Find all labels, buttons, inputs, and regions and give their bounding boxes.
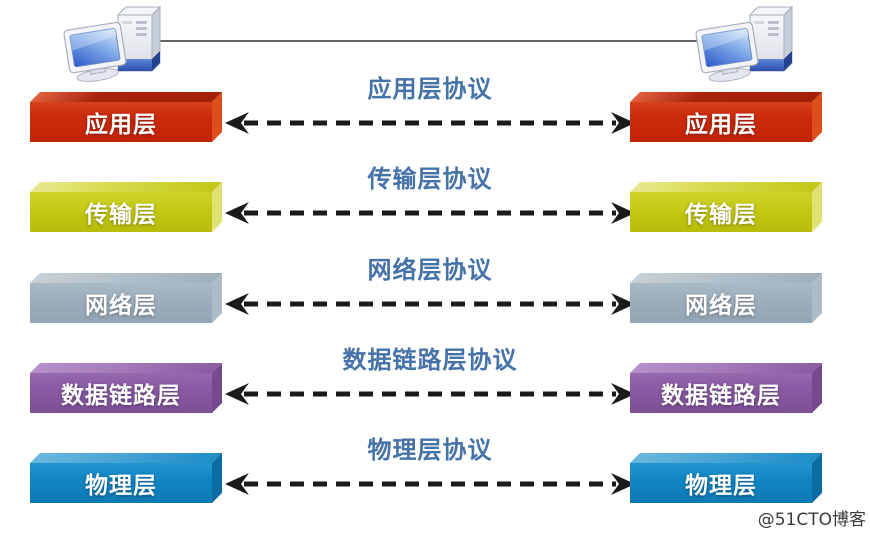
left-box-application: 应用层 [30, 102, 212, 142]
dashed-double-arrow [224, 111, 636, 135]
protocol-label: 应用层协议 [367, 75, 493, 103]
layer-row-physical: 物理层协议 物理层 物理层 [0, 436, 870, 503]
layer-row-network: 网络层协议 网络层 网络层 [0, 256, 870, 323]
dashed-double-arrow [224, 201, 636, 225]
left-box-datalink: 数据链路层 [30, 373, 212, 413]
layer-row-transport: 传输层协议 传输层 传输层 [0, 165, 870, 232]
layer-label: 网络层 [630, 283, 812, 323]
layer-label: 物理层 [30, 463, 212, 503]
watermark: @51CTO博客 [757, 510, 866, 530]
left-computer-icon [60, 5, 174, 83]
layer-label: 应用层 [630, 102, 812, 142]
protocol-label: 网络层协议 [367, 256, 493, 284]
layer-label: 应用层 [30, 102, 212, 142]
protocol-label: 物理层协议 [367, 436, 493, 464]
layer-label: 数据链路层 [630, 373, 812, 413]
right-box-physical: 物理层 [630, 463, 812, 503]
protocol-label: 传输层协议 [367, 165, 493, 193]
right-box-application: 应用层 [630, 102, 812, 142]
layer-row-datalink: 数据链路层协议 数据链路层 数据链路层 [0, 346, 870, 413]
host-link-line [130, 40, 748, 42]
left-box-physical: 物理层 [30, 463, 212, 503]
left-box-network: 网络层 [30, 283, 212, 323]
right-box-datalink: 数据链路层 [630, 373, 812, 413]
layer-label: 网络层 [30, 283, 212, 323]
right-box-transport: 传输层 [630, 192, 812, 232]
dashed-double-arrow [224, 382, 636, 406]
dashed-double-arrow [224, 292, 636, 316]
layer-label: 物理层 [630, 463, 812, 503]
right-computer-icon [692, 5, 806, 83]
dashed-double-arrow [224, 472, 636, 496]
protocol-label: 数据链路层协议 [342, 346, 518, 374]
left-box-transport: 传输层 [30, 192, 212, 232]
layer-label: 数据链路层 [30, 373, 212, 413]
layer-label: 传输层 [30, 192, 212, 232]
layer-row-application: 应用层协议 应用层 应用层 [0, 75, 870, 142]
right-box-network: 网络层 [630, 283, 812, 323]
layer-label: 传输层 [630, 192, 812, 232]
